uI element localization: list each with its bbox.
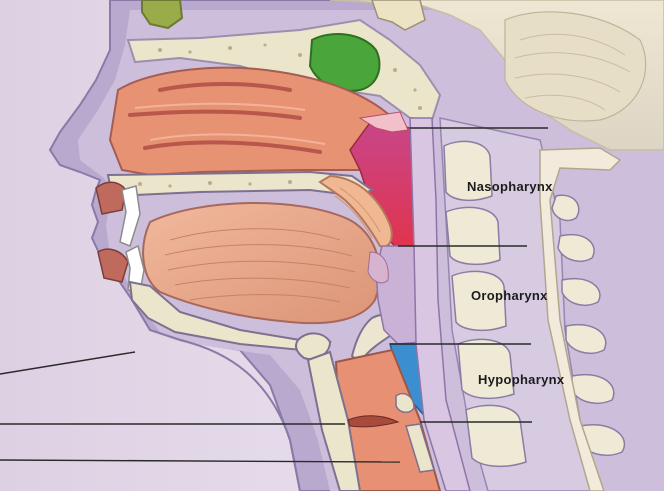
label-nasopharynx: Nasopharynx xyxy=(467,179,553,194)
frontal-sinus xyxy=(141,0,184,30)
cerebellum xyxy=(504,11,647,122)
cricoid xyxy=(405,423,435,473)
vertebrae xyxy=(443,140,527,468)
label-oropharynx: Oropharynx xyxy=(471,288,548,303)
spinal-cord xyxy=(539,147,622,491)
sella-bone xyxy=(371,0,426,31)
tonsil xyxy=(367,251,389,284)
soft-palate xyxy=(318,174,393,248)
arytenoid xyxy=(395,392,415,413)
tongue-fibers xyxy=(164,228,356,303)
turbinate-highlights xyxy=(134,102,326,145)
nasal-turbinates xyxy=(128,82,322,154)
leader-lines-left xyxy=(0,351,401,463)
adenoid xyxy=(358,111,409,133)
label-hypopharynx: Hypopharynx xyxy=(478,372,565,387)
cerebellum-folds xyxy=(514,33,631,111)
thyroid-cartilage xyxy=(306,350,362,491)
soft-palate-lines xyxy=(334,187,381,239)
leader-lines-right xyxy=(390,127,548,423)
lower-lip xyxy=(97,248,129,283)
palate-texture xyxy=(138,180,292,188)
upper-lip xyxy=(95,181,127,215)
pharyngeal-wall xyxy=(409,117,471,491)
spinous-processes xyxy=(551,194,625,456)
vocal-fold xyxy=(347,415,400,428)
neck-outline xyxy=(179,339,301,491)
upper-tooth xyxy=(119,185,141,247)
